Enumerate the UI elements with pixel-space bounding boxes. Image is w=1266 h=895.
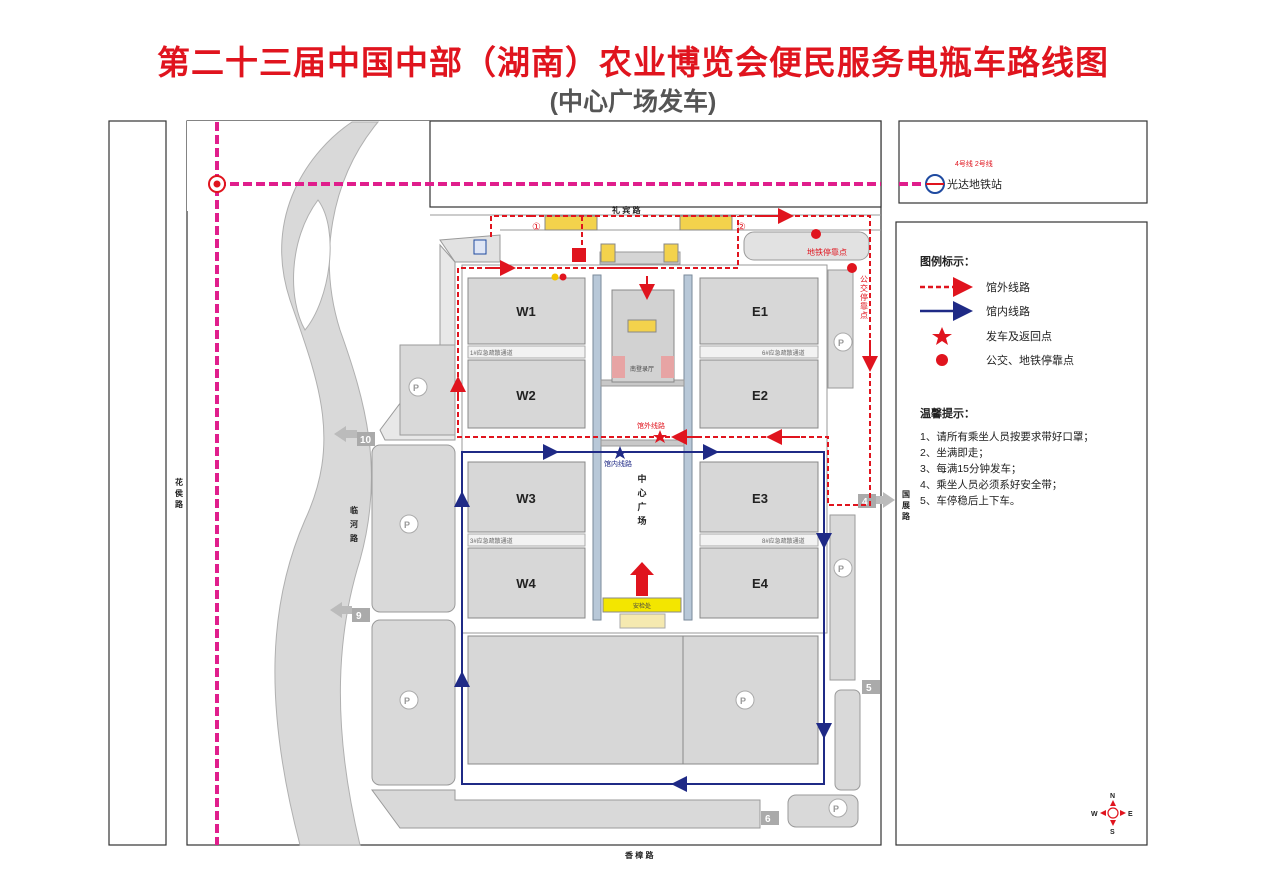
inside-star-icon [613, 446, 627, 459]
parking-label: P [413, 383, 419, 393]
parking-label: P [740, 696, 746, 706]
legend-frame [895, 221, 1148, 846]
metro-lines-text: 4号线 2号线 [955, 159, 993, 168]
metro-stop-dot [811, 229, 821, 239]
compass-icon [1100, 800, 1126, 826]
compass-w: W [1091, 811, 1098, 818]
road-libin: 礼 宾 路 [612, 205, 641, 215]
gate-5: 5 [866, 683, 872, 694]
parking-label: P [838, 338, 844, 348]
gate-4: 4 [862, 497, 868, 508]
route-circle-2: ② [737, 222, 746, 233]
fire-icon [572, 248, 586, 262]
hall-w3 [467, 461, 586, 533]
tips-heading: 温馨提示： [920, 406, 975, 420]
hall-label-w4: W4 [516, 576, 536, 591]
gate2-label: 南登录厅 [630, 365, 654, 373]
left-strip-frame [108, 120, 167, 846]
legend-item-dot: 公交、地铁停靠点 [986, 353, 1074, 367]
hall-label-w3: W3 [516, 491, 536, 506]
parking-label: P [404, 520, 410, 530]
compass-s: S [1110, 829, 1115, 836]
hall-label-e2: E2 [752, 388, 768, 403]
gate-6: 6 [765, 814, 771, 825]
legend-item-outside: 馆外线路 [986, 280, 1030, 294]
parking-icon [833, 558, 853, 578]
center-plaza-label: 中心广场 [637, 473, 646, 526]
start-star-icon [653, 430, 667, 443]
metro-station-name: 光达地铁站 [947, 177, 1002, 191]
compass-n: N [1110, 793, 1115, 800]
gate-9: 9 [356, 611, 362, 622]
outside-route-label: 馆外线路 [637, 421, 665, 430]
legend-item-star: 发车及返回点 [986, 329, 1052, 343]
legend-dot-icon [936, 354, 948, 366]
bus-stop-label: 公交停靠点 [860, 275, 868, 320]
route-circle-1: ① [532, 222, 541, 233]
parking-icon [833, 332, 853, 352]
tip-item: 1、请所有乘坐人员按要求带好口罩； [920, 430, 1094, 443]
parking-icons [399, 332, 853, 818]
legend-heading: 图例标示： [920, 254, 975, 268]
hall-label-w2: W2 [516, 388, 536, 403]
road-linhe: 临河路 [350, 505, 359, 543]
hall-label-e1: E1 [752, 304, 768, 319]
hall-e1 [699, 277, 819, 345]
south-hall [467, 635, 819, 765]
parking-icon [828, 798, 848, 818]
trash-icon [473, 239, 487, 255]
road-xiangzhang: 香 樟 路 [624, 850, 654, 860]
hall-w2 [467, 359, 586, 429]
parking-icon [735, 690, 755, 710]
parking-icon [408, 377, 428, 397]
parking-label: P [404, 696, 410, 706]
road-guozhan: 国展路 [901, 489, 911, 521]
metro-frame [898, 120, 1148, 204]
bus-stop-dot [847, 263, 857, 273]
gate-label: 安检处 [633, 602, 651, 610]
page-subtitle: (中心广场发车) [549, 88, 717, 116]
metro-logo-icon [925, 174, 945, 194]
tip-item: 4、乘坐人员必须系好安全带； [920, 478, 1062, 491]
halls [467, 277, 819, 619]
legend-item-inside: 馆内线路 [986, 304, 1030, 318]
parking-icon [399, 514, 419, 534]
metro-stop-label: 地铁停靠点 [807, 247, 847, 257]
hall-e2 [699, 359, 819, 429]
tip-item: 3、每满15分钟发车； [920, 462, 1022, 475]
road-huahou: 花侯路 [175, 477, 184, 509]
outside-route [457, 215, 871, 506]
hall-e4 [699, 547, 819, 619]
hall-label-e3: E3 [752, 491, 768, 506]
parking-icon [399, 690, 419, 710]
passage-3: 3#应急疏散通道 [470, 537, 513, 545]
hall-label-w1: W1 [516, 304, 536, 319]
entrance-arrow-icon [630, 562, 654, 596]
tip-item: 5、车停稳后上下车。 [920, 494, 1020, 507]
compass-e: E [1128, 811, 1133, 818]
hall-w4 [467, 547, 586, 619]
passage-1: 1#应急疏散通道 [470, 349, 513, 357]
inside-route [461, 451, 825, 785]
passage-6: 6#应急疏散通道 [762, 349, 805, 357]
parking-label: P [833, 804, 839, 814]
tip-item: 2、坐满即走； [920, 447, 989, 459]
hall-label-e4: E4 [752, 576, 769, 591]
passage-8: 8#应急疏散通道 [762, 537, 805, 545]
parking-label: P [838, 564, 844, 574]
legend-star-icon [932, 327, 952, 345]
hall-w1 [467, 277, 586, 345]
page-title: 第二十三届中国中部（湖南）农业博览会便民服务电瓶车路线图 [157, 44, 1109, 81]
gate-10: 10 [360, 435, 372, 446]
inside-route-label: 馆内线路 [604, 459, 632, 468]
hall-e3 [699, 461, 819, 533]
